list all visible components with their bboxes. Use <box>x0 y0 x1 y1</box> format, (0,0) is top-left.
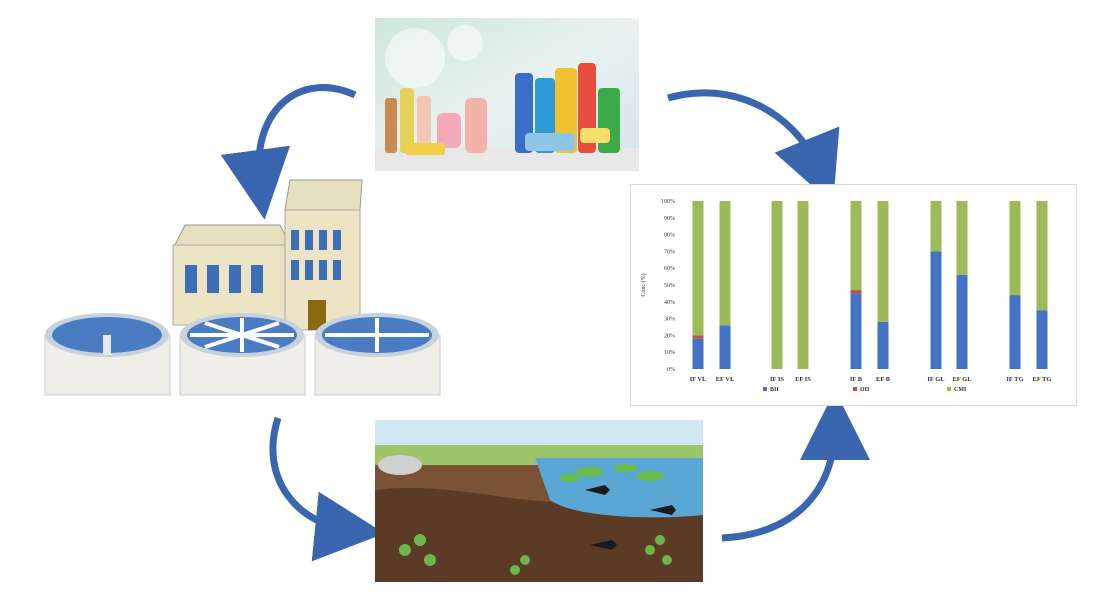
legend-swatch <box>947 387 951 391</box>
bar-segment-cmi <box>771 201 783 369</box>
chart-ylabel: Conc (%) <box>640 273 647 296</box>
x-tick-label: EF IS <box>795 376 811 383</box>
stacked-bar-chart: Conc (%) 0% 10% 20% 30% 40% 50% 60% 70% 80% 90% 10… <box>630 184 1077 406</box>
x-tick-label: IF B <box>850 376 863 383</box>
bar-segment-cmi <box>930 201 942 252</box>
x-tick-label: IF TG <box>1006 376 1023 383</box>
x-tick-label: IF GL <box>927 376 945 383</box>
bar-segment-bii <box>692 338 704 369</box>
x-tick-label: IF IS <box>770 376 784 383</box>
y-tick-label: 70% <box>664 249 675 255</box>
y-tick-label: 100% <box>661 199 675 205</box>
x-tick-label: EF B <box>876 376 891 383</box>
bar-segment-cmi <box>692 201 704 336</box>
bar-segment-cmi <box>850 201 862 291</box>
y-tick-label: 90% <box>664 216 675 222</box>
bar-segment-bii <box>930 251 942 369</box>
arrow-pond-to-chart <box>721 390 870 542</box>
bar-segment-cmi <box>719 201 731 326</box>
legend-label: OII <box>860 387 870 393</box>
arrow-products-to-chart <box>667 89 840 205</box>
legend-swatch <box>763 387 767 391</box>
bar-segment-cmi <box>797 201 809 369</box>
bar-segment-bii <box>1036 310 1048 369</box>
arrow-products-to-plant <box>220 84 357 220</box>
x-tick-label: EF GL <box>952 376 972 383</box>
legend-label: CMI <box>954 387 967 393</box>
legend-swatch <box>853 387 857 391</box>
y-tick-label: 0% <box>667 367 675 373</box>
x-tick-label: EF TG <box>1033 376 1052 383</box>
bar-segment-bii <box>956 274 968 369</box>
bar-segment-cmi <box>877 201 889 322</box>
bar-segment-cmi <box>1036 201 1048 311</box>
treatment-plant-image <box>40 175 450 405</box>
arrow-plant-to-pond <box>269 416 385 562</box>
bar-segment-cmi <box>956 201 968 275</box>
y-tick-label: 10% <box>664 350 675 356</box>
y-tick-label: 50% <box>664 283 675 289</box>
bar-segment-oii <box>850 290 862 294</box>
bar-segment-bii <box>719 325 731 369</box>
x-tick-label: IF VL <box>690 376 707 383</box>
products-image <box>375 18 639 171</box>
x-tick-label: EF VL <box>716 376 735 383</box>
bar-segment-bii <box>877 321 889 369</box>
y-tick-label: 30% <box>664 317 675 323</box>
y-tick-label: 20% <box>664 333 675 339</box>
y-tick-label: 60% <box>664 266 675 272</box>
legend-label: BII <box>770 387 779 393</box>
bar-segment-bii <box>1009 295 1021 369</box>
y-tick-label: 40% <box>664 300 675 306</box>
bar-segment-bii <box>850 293 862 369</box>
bar-segment-cmi <box>1009 201 1021 296</box>
y-tick-label: 80% <box>664 233 675 239</box>
aquatic-ecosystem-image <box>375 420 703 582</box>
bar-segment-oii <box>692 335 704 339</box>
